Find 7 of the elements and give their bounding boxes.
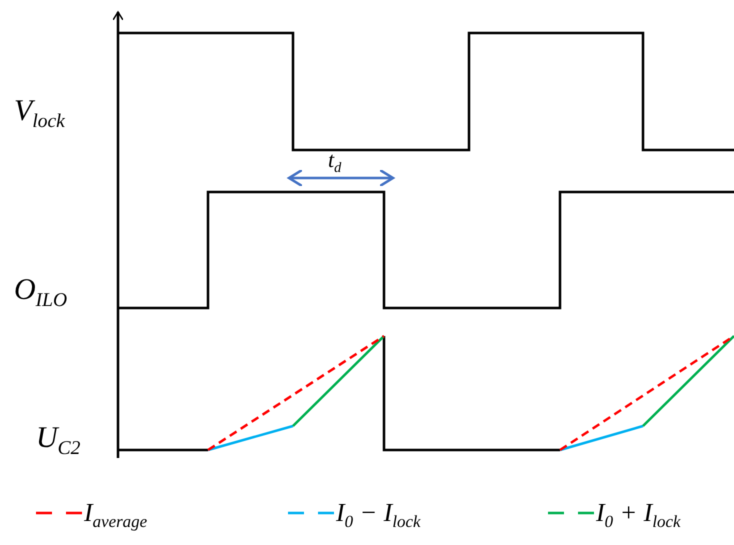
delay-label: t$_{d}$	[328, 147, 342, 174]
legend-label: I$_{average}$	[84, 497, 148, 528]
legend-label: I$_{0}$ − I$_{lock}$	[336, 497, 420, 528]
signal-label: U$_{C2}$	[36, 420, 80, 456]
signal-label: V$_{lock}$	[14, 93, 65, 129]
legend-label: I$_{0}$ + I$_{lock}$	[596, 497, 680, 528]
signal-label: O$_{ILO}$	[14, 272, 68, 308]
